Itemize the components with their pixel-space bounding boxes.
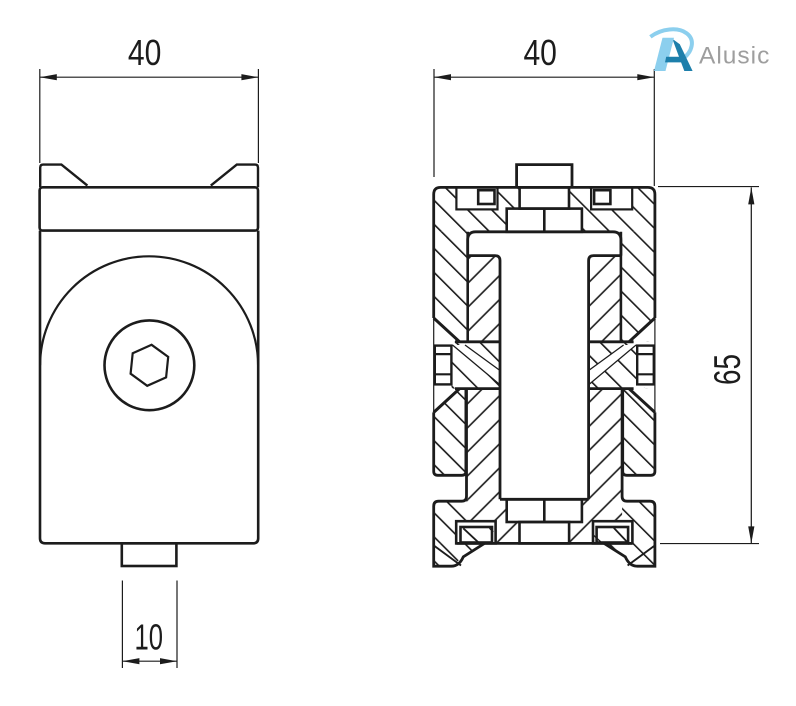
svg-text:40: 40 — [128, 32, 162, 73]
svg-text:Alusic: Alusic — [699, 42, 770, 69]
svg-text:10: 10 — [135, 617, 164, 658]
svg-text:40: 40 — [523, 32, 557, 73]
svg-text:65: 65 — [707, 354, 748, 385]
